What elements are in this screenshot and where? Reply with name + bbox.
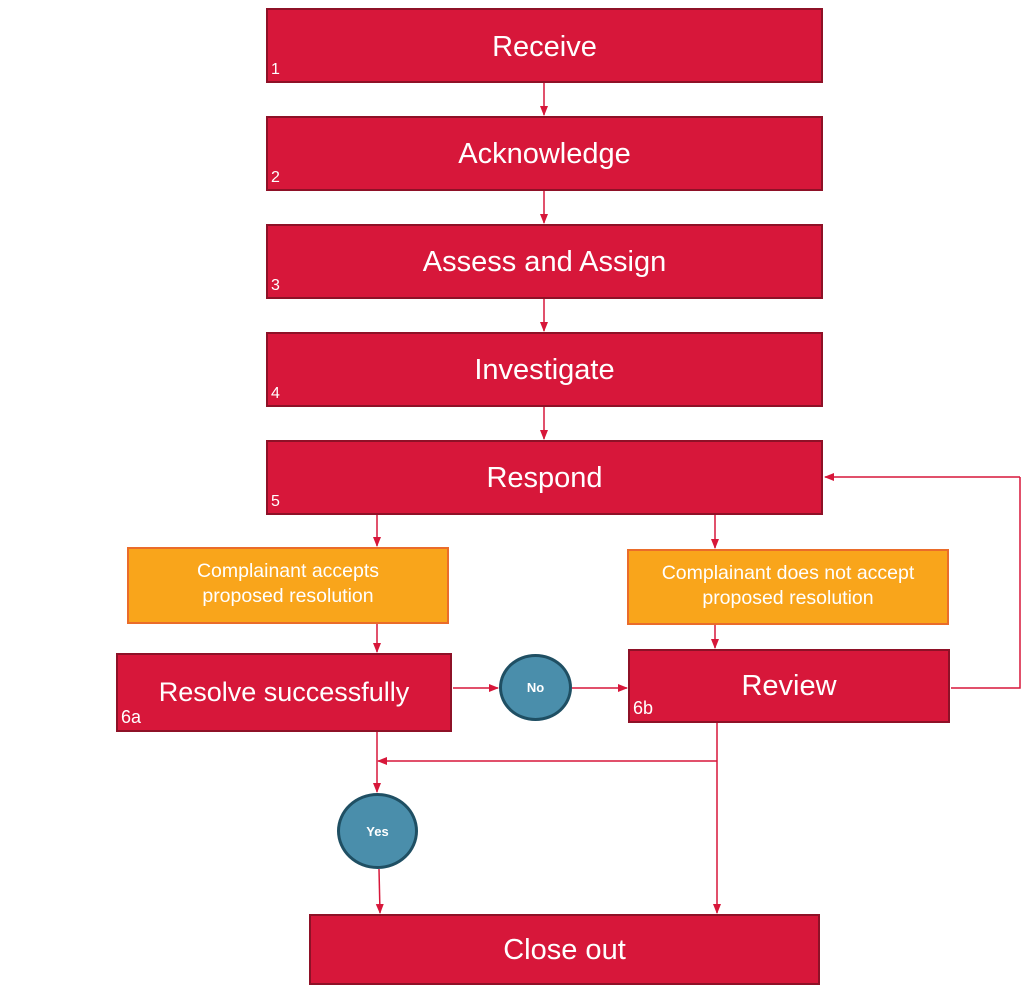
step-close-out: Close out — [309, 914, 820, 985]
outcome-rejects-line1: Complainant does not accept — [661, 562, 915, 584]
step-number: 4 — [271, 385, 280, 402]
decision-no: No — [499, 654, 572, 721]
step-number: 5 — [271, 493, 280, 510]
decision-no-label: No — [526, 680, 545, 695]
step-title: Close out — [503, 934, 626, 966]
outcome-rejects: Complainant does not accept proposed res… — [627, 549, 949, 625]
step-number: 3 — [271, 277, 280, 294]
step-respond: Respond 5 — [266, 440, 823, 515]
step-number: 6b — [633, 698, 654, 718]
step-title: Assess and Assign — [422, 246, 667, 278]
step-title: Acknowledge — [458, 138, 631, 170]
step-title: Review — [741, 670, 837, 702]
decision-yes: Yes — [337, 793, 418, 869]
step-resolve-successfully: Resolve successfully 6a — [116, 653, 452, 732]
outcome-rejects-line2: proposed resolution — [702, 587, 874, 609]
step-investigate: Investigate 4 — [266, 332, 823, 407]
step-number: 2 — [271, 169, 280, 186]
step-review: Review 6b — [628, 649, 950, 723]
step-number: 6a — [121, 707, 142, 727]
arrow-review-loop-to-respond — [951, 477, 1021, 689]
step-title: Investigate — [474, 354, 615, 386]
step-title: Resolve successfully — [158, 677, 410, 707]
step-title: Receive — [492, 31, 597, 63]
outcome-accepts-line2: proposed resolution — [202, 585, 374, 607]
step-acknowledge: Acknowledge 2 — [266, 116, 823, 191]
step-assess-and-assign: Assess and Assign 3 — [266, 224, 823, 299]
outcome-accepts-line1: Complainant accepts — [196, 560, 380, 582]
step-title: Respond — [486, 462, 603, 494]
decision-yes-label: Yes — [366, 823, 389, 839]
step-receive: Receive 1 — [266, 8, 823, 83]
outcome-accepts: Complainant accepts proposed resolution — [127, 547, 449, 624]
arrow-yes-to-close — [375, 868, 384, 914]
step-number: 1 — [271, 61, 280, 78]
